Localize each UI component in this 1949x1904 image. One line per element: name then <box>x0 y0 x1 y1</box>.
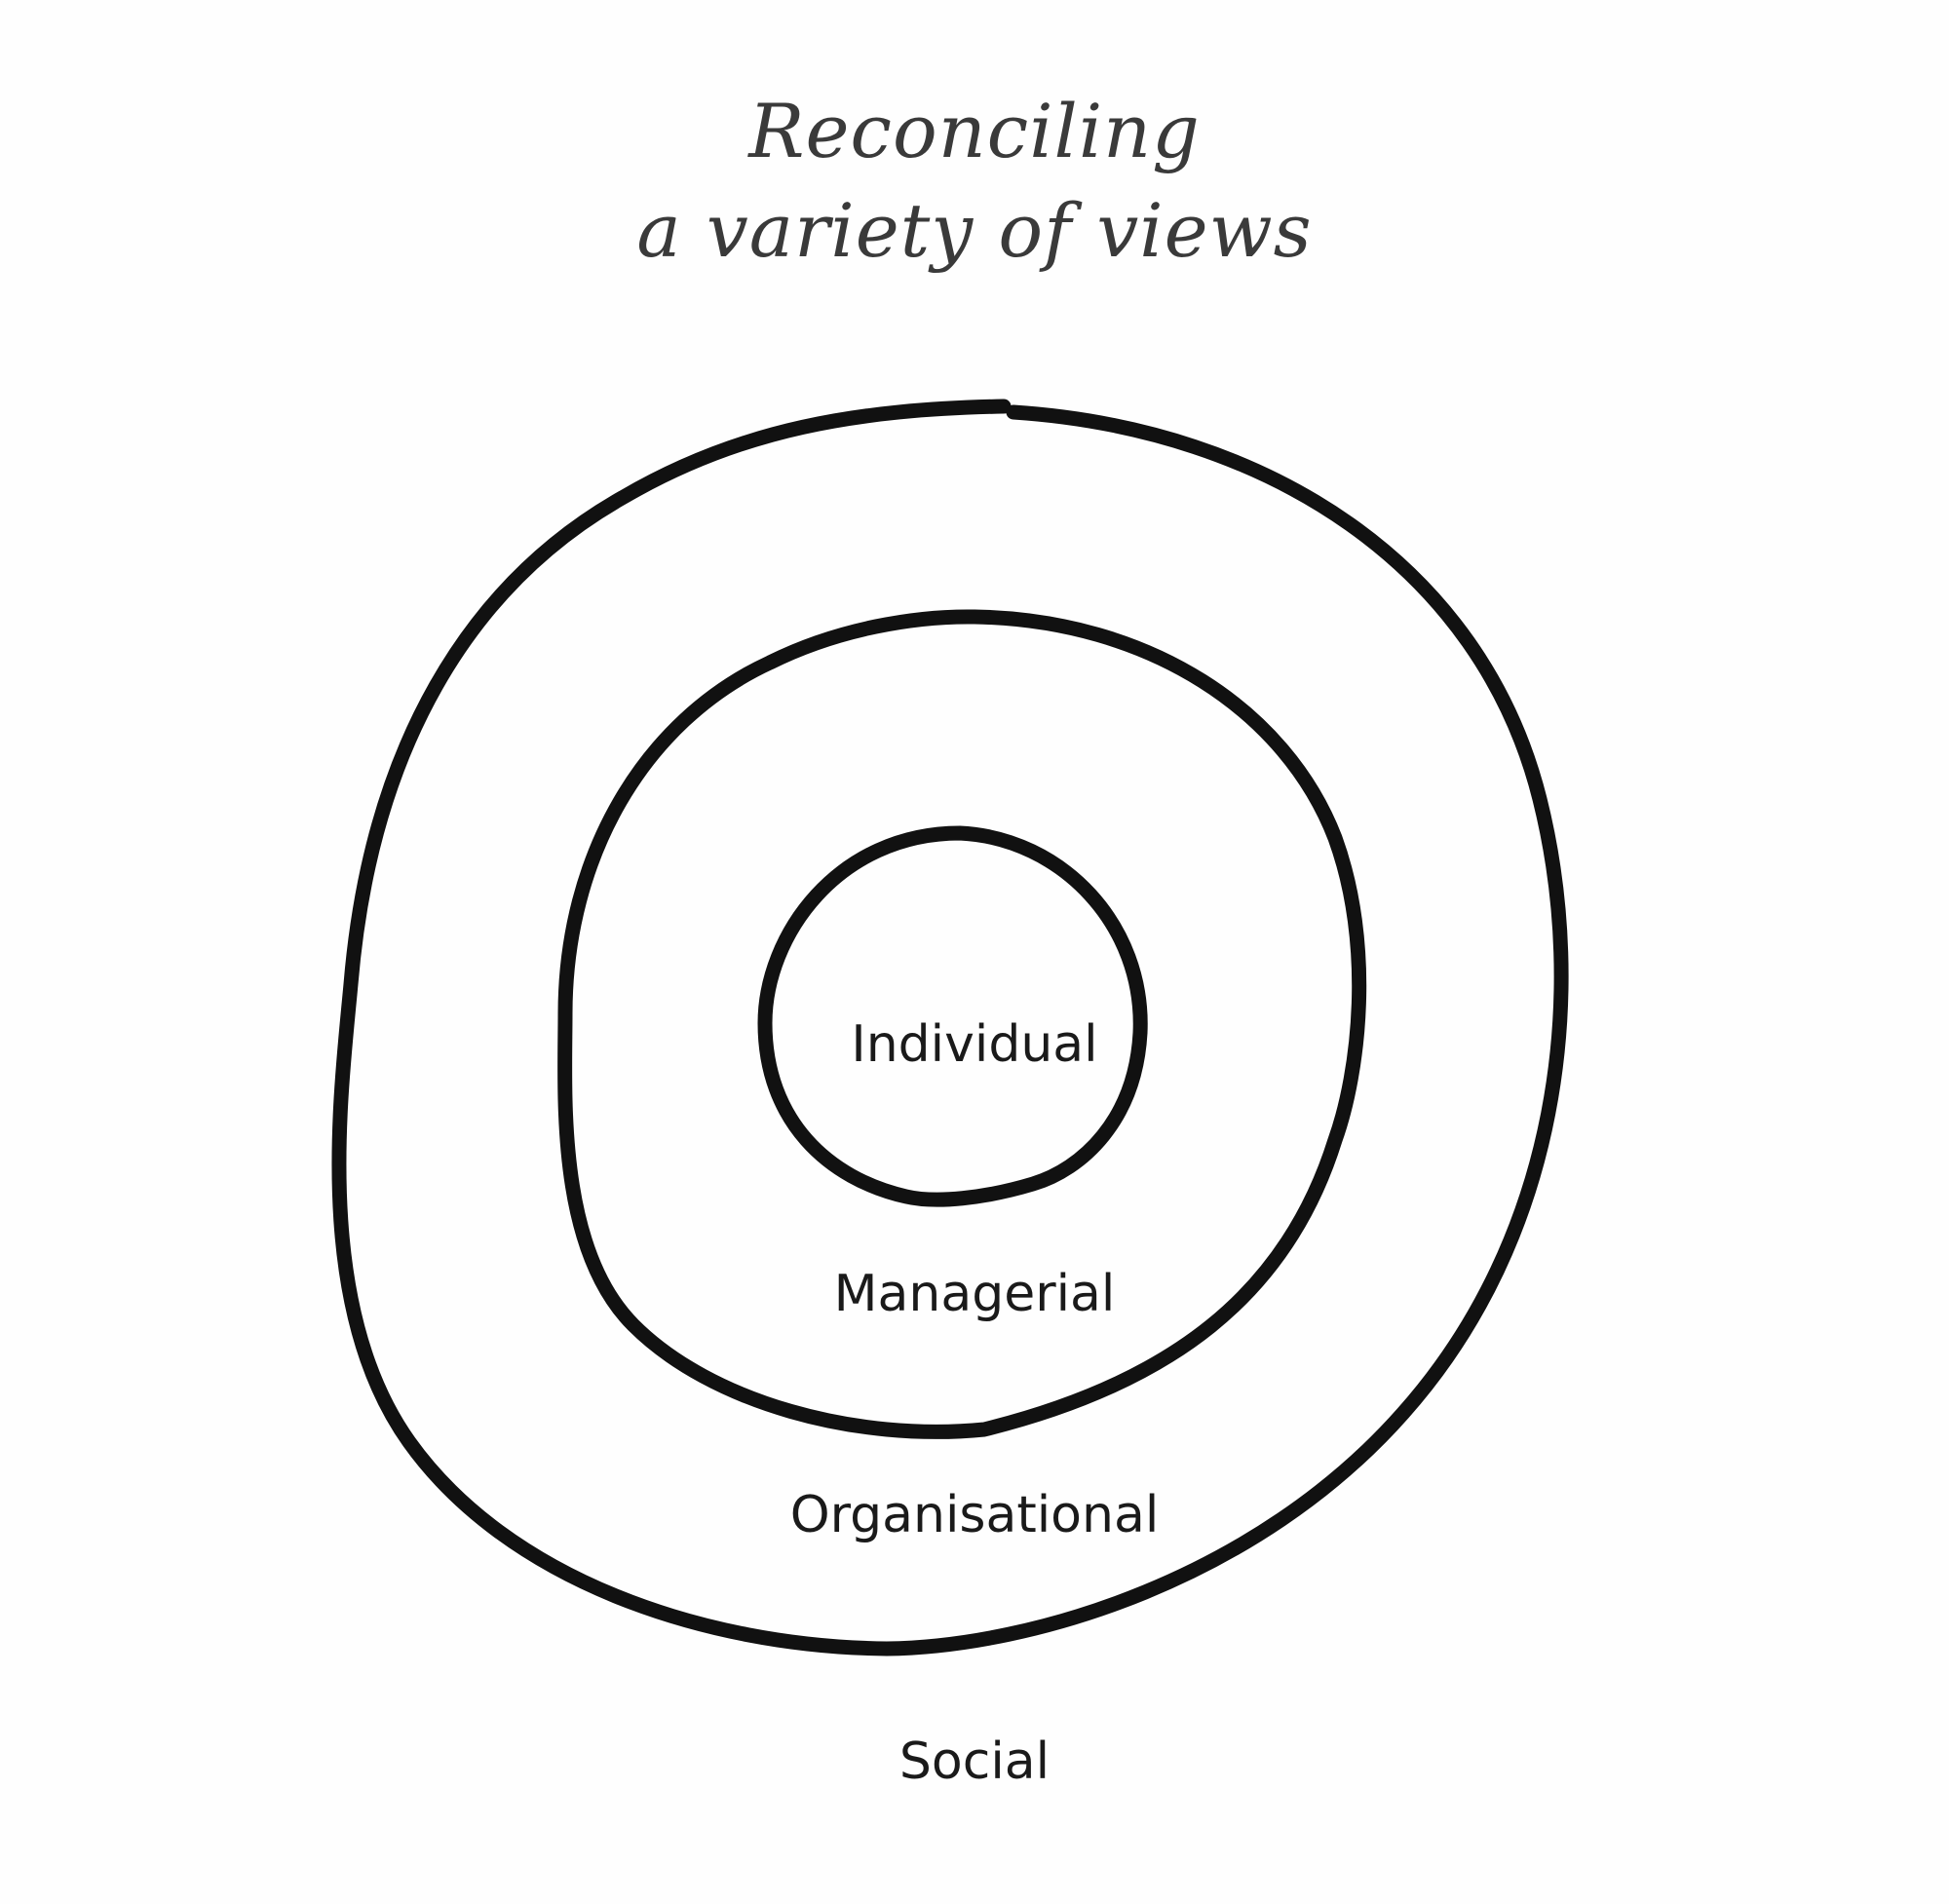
inner-ring <box>757 825 1148 1207</box>
outer-ring <box>331 399 1569 1656</box>
ring-label-social: Social <box>898 1733 1051 1791</box>
ring-label-individual: Individual <box>851 1015 1098 1074</box>
middle-ring <box>557 609 1367 1439</box>
ring-label-organisational: Organisational <box>789 1486 1160 1544</box>
diagram-title-line-2: a variety of views <box>636 187 1313 274</box>
diagram-title-line-1: Reconciling <box>748 88 1201 174</box>
ring-label-managerial: Managerial <box>833 1265 1116 1323</box>
